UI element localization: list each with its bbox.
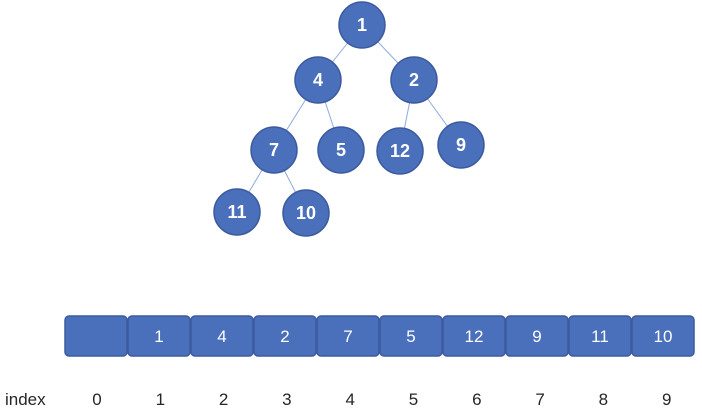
tree-node-circle xyxy=(376,127,424,175)
array-cell xyxy=(64,315,128,357)
tree-node: 5 xyxy=(317,126,365,174)
array-cell-box xyxy=(442,315,506,357)
tree-node-circle xyxy=(282,189,330,237)
array-cell-value: 2 xyxy=(280,327,289,346)
index-row: index 0 1 2 3 4 5 6 7 8 9 xyxy=(5,390,671,409)
index-number: 4 xyxy=(345,390,354,409)
tree-node-label: 1 xyxy=(357,15,367,35)
index-number: 1 xyxy=(156,390,165,409)
tree-edges xyxy=(236,24,462,214)
tree-node: 7 xyxy=(250,126,298,174)
tree-node-circle xyxy=(338,1,386,49)
tree-node: 1 xyxy=(338,1,386,49)
array-cell-value: 9 xyxy=(532,327,541,346)
tree-node-label: 5 xyxy=(336,140,346,160)
array-cell-value: 11 xyxy=(591,327,609,346)
tree-node-circle xyxy=(390,56,438,104)
array-cell: 4 xyxy=(190,315,254,357)
array-cell-box xyxy=(505,315,569,357)
tree-node-circle xyxy=(317,126,365,174)
index-number: 5 xyxy=(409,390,418,409)
tree-node-circle xyxy=(437,121,485,169)
heap-array: 1 4 2 7 5 12 9 11 10 xyxy=(64,315,695,357)
tree-node-circle xyxy=(213,188,261,236)
array-cell-box xyxy=(379,315,443,357)
array-cell: 5 xyxy=(379,315,443,357)
tree-node: 12 xyxy=(376,127,424,175)
tree-node-circle xyxy=(294,56,342,104)
array-cell-box xyxy=(190,315,254,357)
index-number: 3 xyxy=(282,390,291,409)
array-cell: 1 xyxy=(127,315,191,357)
array-cell-value: 10 xyxy=(654,327,673,346)
index-number: 6 xyxy=(472,390,481,409)
array-cell-box xyxy=(64,315,128,357)
tree-node-label: 10 xyxy=(296,203,316,223)
array-cell-value: 4 xyxy=(217,327,226,346)
tree-node: 4 xyxy=(294,56,342,104)
index-label: index xyxy=(5,390,46,409)
array-cell-value: 5 xyxy=(406,327,415,346)
array-cell-box xyxy=(253,315,317,357)
tree-node: 10 xyxy=(282,189,330,237)
array-cell-box xyxy=(127,315,191,357)
index-number: 8 xyxy=(599,390,608,409)
tree-nodes: 1 4 2 7 5 12 9 11 10 xyxy=(213,1,485,237)
array-cell: 9 xyxy=(505,315,569,357)
array-cell-box xyxy=(568,315,632,357)
tree-node-label: 4 xyxy=(313,70,323,90)
array-cell-box xyxy=(316,315,380,357)
array-cell: 7 xyxy=(316,315,380,357)
tree-node-label: 11 xyxy=(227,202,246,222)
tree-node-circle xyxy=(250,126,298,174)
tree-node: 9 xyxy=(437,121,485,169)
index-number: 9 xyxy=(662,390,671,409)
array-cell-value: 12 xyxy=(465,327,484,346)
index-number: 0 xyxy=(92,390,101,409)
array-cell-value: 1 xyxy=(154,327,163,346)
tree-node: 2 xyxy=(390,56,438,104)
array-cell: 2 xyxy=(253,315,317,357)
tree-node-label: 7 xyxy=(269,140,279,160)
index-number: 7 xyxy=(535,390,544,409)
array-cell-box xyxy=(631,315,695,357)
array-cell: 12 xyxy=(442,315,506,357)
tree-node-label: 9 xyxy=(456,135,466,155)
array-cell-value: 7 xyxy=(343,327,352,346)
index-number: 2 xyxy=(219,390,228,409)
array-cell: 11 xyxy=(568,315,632,357)
tree-node-label: 12 xyxy=(390,141,410,161)
tree-node: 11 xyxy=(213,188,261,236)
array-cell: 10 xyxy=(631,315,695,357)
tree-node-label: 2 xyxy=(409,70,419,90)
